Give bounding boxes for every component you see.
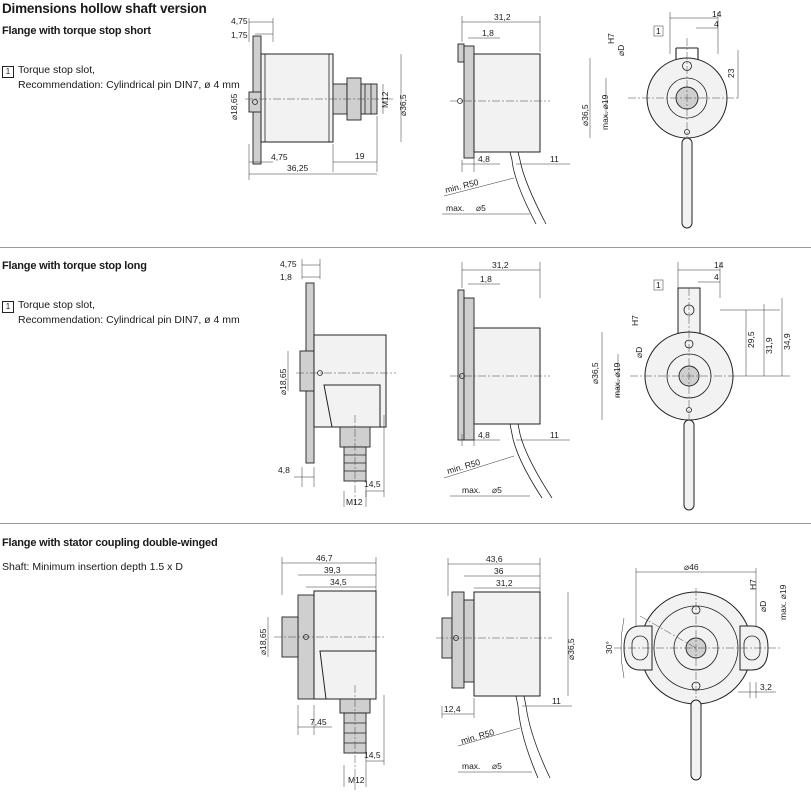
dim-label: ⌀5 bbox=[492, 485, 502, 495]
dim-label: 30° bbox=[604, 641, 614, 654]
dim-label: min. R50 bbox=[446, 457, 482, 476]
note-line-1: Torque stop slot, bbox=[18, 299, 96, 311]
dim-label: 23 bbox=[726, 68, 736, 78]
dim-label: ⌀36,5 bbox=[398, 94, 408, 116]
dim-label: ⌀5 bbox=[492, 761, 502, 771]
dim-label: ⌀D bbox=[616, 45, 626, 56]
dim-label: ⌀D bbox=[758, 601, 768, 612]
dim-label: ⌀D bbox=[634, 347, 644, 358]
dim-label: M12 bbox=[348, 775, 365, 785]
dim-label: 11 bbox=[550, 430, 559, 440]
dim-label: H7 bbox=[606, 33, 616, 44]
dim-label: 4 bbox=[714, 19, 719, 29]
dim-label: 19 bbox=[355, 151, 365, 161]
dim-label: 12,4 bbox=[444, 704, 461, 714]
section-1-side-view: 4,75 1,75 ⌀18,65 M12 ⌀36,5 4,75 19 36,25 bbox=[229, 16, 408, 180]
dim-label: 34,5 bbox=[330, 577, 347, 587]
ref-marker: 1 bbox=[656, 280, 661, 290]
ref-marker: 1 bbox=[656, 26, 661, 36]
dim-label: H7 bbox=[748, 579, 758, 590]
dim-label: min. R50 bbox=[460, 727, 496, 746]
dim-label: max. ⌀19 bbox=[612, 362, 622, 398]
dim-label: 4,75 bbox=[231, 16, 248, 26]
dim-label: max. ⌀19 bbox=[778, 584, 788, 620]
dim-label: max. ⌀19 bbox=[600, 94, 610, 130]
dim-label: 4,8 bbox=[278, 465, 290, 475]
note-marker: 1 bbox=[2, 301, 14, 313]
dim-label: 29,5 bbox=[746, 331, 756, 348]
dim-label: max. bbox=[462, 761, 480, 771]
dim-label: ⌀36,5 bbox=[566, 638, 576, 660]
dim-label: 31,2 bbox=[496, 578, 513, 588]
dim-label: 1,8 bbox=[482, 28, 494, 38]
section-1-title: Flange with torque stop short bbox=[2, 25, 151, 37]
note-line-2: Recommendation: Cylindrical pin DIN7, ø … bbox=[18, 314, 240, 326]
dim-label: 1,8 bbox=[480, 274, 492, 284]
section-2-note: 1 Torque stop slot, Recommendation: Cylin… bbox=[2, 298, 240, 328]
dim-label: min. R50 bbox=[444, 177, 480, 195]
dim-label: max. bbox=[446, 203, 464, 213]
dim-label: ⌀5 bbox=[476, 203, 486, 213]
note-marker: 1 bbox=[2, 66, 14, 78]
dim-label: 43,6 bbox=[486, 554, 503, 564]
section-3-title: Flange with stator coupling double-winge… bbox=[2, 537, 218, 549]
dim-label: ⌀36,5 bbox=[580, 104, 590, 126]
section-2-title: Flange with torque stop long bbox=[2, 260, 147, 272]
section-3-note: Shaft: Minimum insertion depth 1.5 x D bbox=[2, 561, 183, 573]
dim-label: ⌀46 bbox=[684, 562, 699, 572]
dim-label: 11 bbox=[550, 154, 559, 164]
dim-label: 14,5 bbox=[364, 750, 381, 760]
dim-label: M12 bbox=[346, 497, 363, 507]
section-divider bbox=[0, 523, 811, 524]
dim-label: 7,45 bbox=[310, 717, 327, 727]
section-divider bbox=[0, 247, 811, 248]
note-line-1: Torque stop slot, bbox=[18, 64, 96, 76]
dim-label: 34,9 bbox=[782, 333, 792, 350]
dim-label: 31,9 bbox=[764, 337, 774, 354]
dim-label: max. bbox=[462, 485, 480, 495]
dim-label: 14 bbox=[712, 9, 722, 19]
dim-label: 31,2 bbox=[492, 260, 509, 270]
dim-label: ⌀18,65 bbox=[258, 628, 268, 655]
dim-label: 14,5 bbox=[364, 479, 381, 489]
dim-label: 3,2 bbox=[760, 682, 772, 692]
section-3-side-view: 46,7 39,3 34,5 ⌀18,65 7,45 14,5 M12 bbox=[258, 553, 386, 790]
dim-label: 4 bbox=[714, 272, 719, 282]
section-2-front-view: 14 4 1 H7 ⌀D 29,5 31,9 34,9 ⌀36,5 max. ⌀… bbox=[590, 260, 792, 511]
section-2-middle-view: 31,2 1,8 4,8 11 min. R50 max. ⌀5 bbox=[443, 260, 570, 499]
dim-label: ⌀36,5 bbox=[590, 362, 600, 384]
dim-label: 39,3 bbox=[324, 565, 341, 575]
dim-label: M12 bbox=[380, 91, 390, 108]
dim-label: ⌀18,65 bbox=[229, 93, 239, 120]
section-3-front-view: ⌀46 H7 ⌀D max. ⌀19 30° 3,2 bbox=[604, 562, 788, 781]
section-3-middle-view: 43,6 36 31,2 ⌀36,5 12,4 11 min. R50 max.… bbox=[436, 554, 576, 779]
dim-label: 14 bbox=[714, 260, 724, 270]
section-1-front-view: 14 4 1 H7 ⌀D 23 ⌀36,5 max. ⌀19 bbox=[580, 9, 739, 229]
dim-label: 4,75 bbox=[271, 152, 288, 162]
dim-label: 1,75 bbox=[231, 30, 248, 40]
dim-label: 31,2 bbox=[494, 12, 511, 22]
section-2-side-view: 4,75 1,8 ⌀18,65 4,8 14,5 M12 bbox=[278, 259, 396, 507]
dim-label: ⌀18,65 bbox=[278, 368, 288, 395]
dim-label: 11 bbox=[552, 696, 561, 706]
dim-label: 4,8 bbox=[478, 430, 490, 440]
dim-label: 4,75 bbox=[280, 259, 297, 269]
dim-label: 4,8 bbox=[478, 154, 490, 164]
dim-label: 36 bbox=[494, 566, 504, 576]
section-1-middle-view: 31,2 1,8 4,8 11 min. R50 max. ⌀5 bbox=[442, 12, 570, 225]
dim-label: H7 bbox=[630, 315, 640, 326]
note-line-2: Recommendation: Cylindrical pin DIN7, ø … bbox=[18, 79, 240, 91]
dim-label: 36,25 bbox=[287, 163, 309, 173]
dim-label: 46,7 bbox=[316, 553, 333, 563]
dim-label: 1,8 bbox=[280, 272, 292, 282]
section-1-note: 1 Torque stop slot, Recommendation: Cylin… bbox=[2, 63, 240, 93]
page-title: Dimensions hollow shaft version bbox=[2, 1, 207, 16]
